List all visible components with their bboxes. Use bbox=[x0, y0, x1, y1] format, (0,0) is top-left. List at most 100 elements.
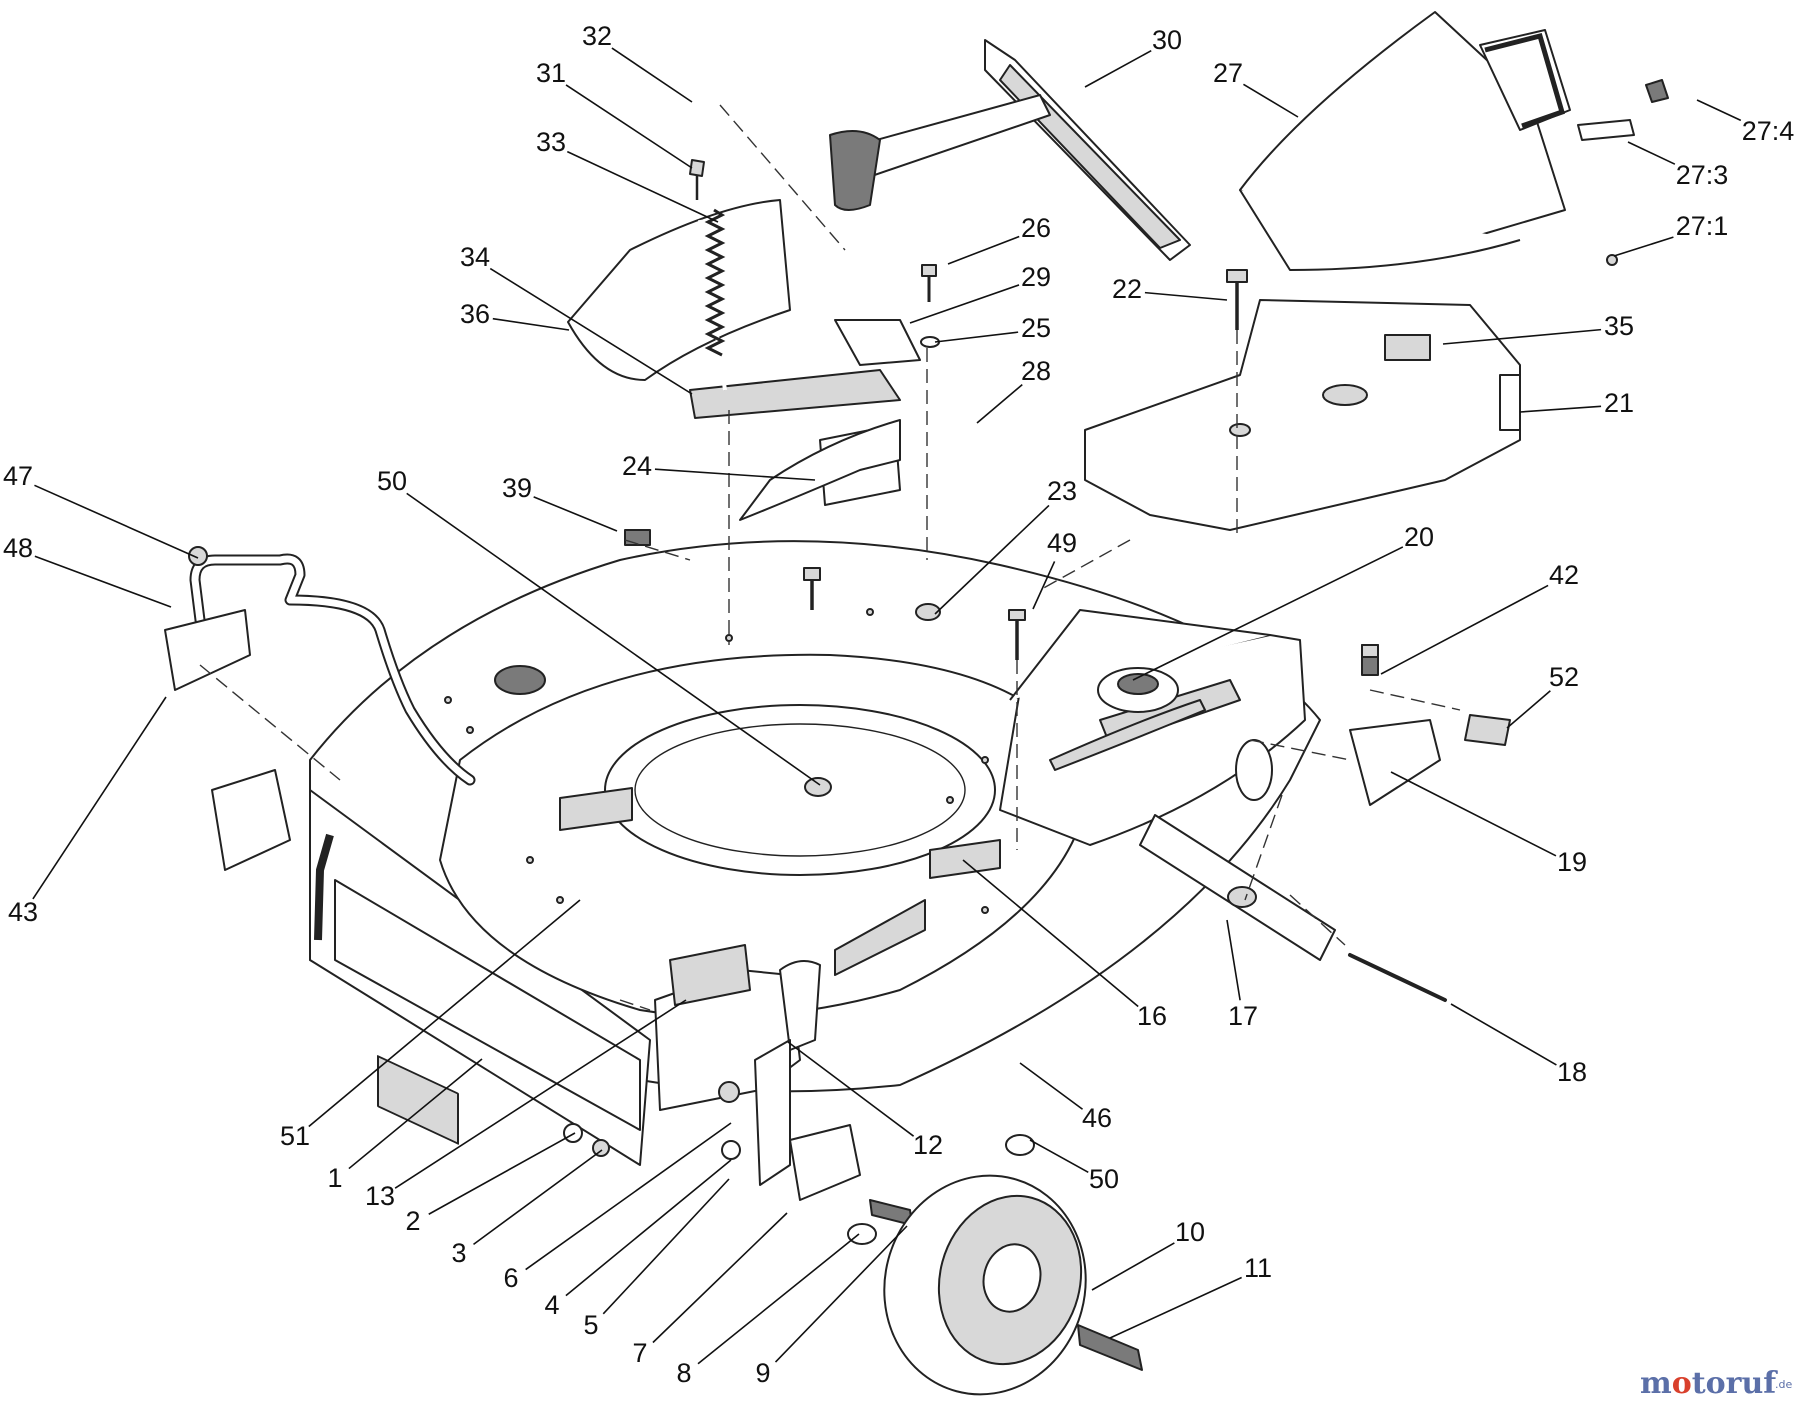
callout-c27_4: 27:4 bbox=[1742, 116, 1795, 146]
watermark-prefix: m bbox=[1640, 1366, 1672, 1401]
wheel-axle-bolt bbox=[1077, 1324, 1143, 1371]
callout-c34: 34 bbox=[460, 242, 490, 272]
rear-door bbox=[567, 199, 791, 381]
leader-line-c1 bbox=[348, 1058, 483, 1170]
callout-c27_1: 27:1 bbox=[1676, 211, 1729, 241]
callout-c25: 25 bbox=[1021, 313, 1051, 343]
callout-c1: 1 bbox=[327, 1163, 342, 1193]
callout-c43: 43 bbox=[8, 897, 38, 927]
leader-line-c50a bbox=[406, 492, 821, 786]
top-cover bbox=[1084, 299, 1521, 531]
callout-c2: 2 bbox=[405, 1206, 420, 1236]
callout-c23: 23 bbox=[1047, 476, 1077, 506]
callout-c11: 11 bbox=[1244, 1253, 1272, 1283]
leader-line-c21 bbox=[1519, 405, 1602, 413]
wheel-nut bbox=[1005, 1134, 1035, 1156]
leader-line-c48 bbox=[34, 555, 172, 608]
assembly-lines bbox=[199, 104, 1461, 1011]
watermark: motoruf .de bbox=[1640, 1366, 1792, 1401]
leader-line-c22 bbox=[1144, 291, 1228, 301]
callout-c8: 8 bbox=[676, 1358, 691, 1388]
leader-line-c9 bbox=[774, 1225, 908, 1363]
callout-c47: 47 bbox=[3, 461, 33, 491]
callout-c27_3: 27:3 bbox=[1676, 160, 1729, 190]
leader-line-c43 bbox=[32, 696, 167, 900]
leader-line-c35 bbox=[1442, 328, 1602, 345]
callout-c39: 39 bbox=[502, 473, 532, 503]
leader-line-c27 bbox=[1243, 83, 1299, 118]
callout-c28: 28 bbox=[1021, 356, 1051, 386]
rear-door-assembly bbox=[567, 199, 921, 546]
watermark-suffix: toruf bbox=[1692, 1366, 1778, 1401]
leader-line-c12 bbox=[787, 1041, 915, 1137]
callout-c22: 22 bbox=[1112, 274, 1142, 304]
leader-line-c39 bbox=[533, 496, 618, 532]
callout-c21: 21 bbox=[1604, 388, 1634, 418]
leader-line-c29 bbox=[909, 284, 1020, 324]
leader-line-c42 bbox=[1380, 584, 1549, 675]
callout-c18: 18 bbox=[1557, 1057, 1587, 1087]
leader-line-c34 bbox=[489, 267, 693, 395]
callout-c24: 24 bbox=[622, 451, 652, 481]
callout-c52: 52 bbox=[1549, 662, 1579, 692]
callout-c7: 7 bbox=[632, 1338, 647, 1368]
leader-line-c11 bbox=[1109, 1276, 1242, 1339]
blade-opening bbox=[604, 704, 996, 876]
leader-line-c7 bbox=[652, 1212, 788, 1344]
callout-c36: 36 bbox=[460, 299, 490, 329]
callout-c50a: 50 bbox=[377, 466, 407, 496]
callout-c4: 4 bbox=[544, 1290, 559, 1320]
leader-line-c26 bbox=[947, 235, 1020, 265]
watermark-tld: .de bbox=[1775, 1378, 1792, 1391]
leader-line-c2 bbox=[428, 1132, 576, 1215]
callout-c46: 46 bbox=[1082, 1103, 1112, 1133]
leader-line-c24 bbox=[654, 468, 816, 481]
leader-line-c52 bbox=[1506, 690, 1551, 729]
axle-rod bbox=[1348, 953, 1447, 1002]
leader-line-c10 bbox=[1091, 1242, 1175, 1291]
leader-line-c27_1 bbox=[1613, 236, 1674, 257]
callout-c48: 48 bbox=[3, 533, 33, 563]
callout-c20: 20 bbox=[1404, 522, 1434, 552]
leader-line-c33 bbox=[566, 150, 719, 223]
leader-line-c8 bbox=[697, 1233, 860, 1365]
callout-c5: 5 bbox=[583, 1310, 598, 1340]
leader-line-c30 bbox=[1084, 49, 1152, 88]
rear-right-bracket bbox=[1349, 644, 1511, 806]
leader-line-c23 bbox=[934, 504, 1050, 615]
leader-line-c31 bbox=[565, 84, 693, 169]
leader-line-c18 bbox=[1450, 1003, 1557, 1066]
leader-line-c28 bbox=[976, 384, 1023, 424]
callout-c9: 9 bbox=[755, 1358, 770, 1388]
height-adjust-bracket bbox=[1349, 719, 1441, 806]
callout-c13: 13 bbox=[365, 1181, 395, 1211]
leader-line-c25 bbox=[934, 331, 1019, 343]
callout-c10: 10 bbox=[1175, 1217, 1205, 1247]
callout-c49: 49 bbox=[1047, 528, 1077, 558]
leader-line-c4 bbox=[565, 1159, 732, 1297]
callout-c32: 32 bbox=[582, 21, 612, 51]
deck-decal bbox=[559, 787, 633, 831]
leader-line-c36 bbox=[492, 317, 570, 331]
leader-line-c27_4 bbox=[1696, 99, 1742, 122]
callout-c27: 27 bbox=[1213, 58, 1243, 88]
callout-c51: 51 bbox=[280, 1121, 310, 1151]
callout-c42: 42 bbox=[1549, 560, 1579, 590]
height-selector bbox=[669, 944, 751, 1006]
callout-c16: 16 bbox=[1137, 1001, 1167, 1031]
spring bbox=[704, 208, 726, 357]
rear-left-bracket bbox=[164, 546, 291, 871]
callout-c35: 35 bbox=[1604, 311, 1634, 341]
leader-line-c20 bbox=[1132, 546, 1404, 681]
discharge-shield bbox=[829, 39, 1191, 261]
watermark-accent: o bbox=[1672, 1366, 1692, 1401]
leader-line-c51 bbox=[308, 899, 581, 1128]
callout-labels: 323133302727:427:327:1262925283436223521… bbox=[3, 21, 1794, 1388]
callout-c3: 3 bbox=[451, 1238, 466, 1268]
front-height-adjuster bbox=[563, 944, 1035, 1245]
callout-c33: 33 bbox=[536, 127, 566, 157]
grass-chute bbox=[1239, 11, 1669, 271]
leader-line-c3 bbox=[473, 1149, 603, 1245]
leader-line-c27_3 bbox=[1627, 141, 1676, 165]
